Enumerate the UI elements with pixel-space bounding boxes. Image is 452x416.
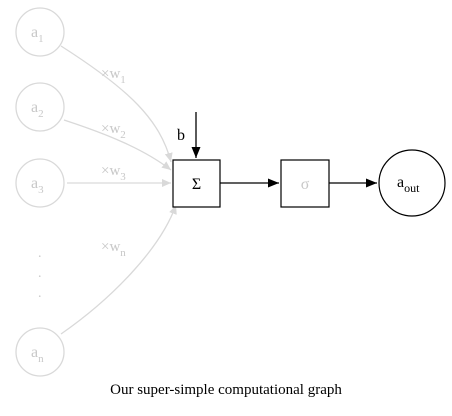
weight-label-1: ×w1 xyxy=(101,66,126,86)
weight-2-sub: 2 xyxy=(120,129,126,141)
weight-2-base: ×w xyxy=(101,121,120,137)
output-node: aout xyxy=(378,149,446,217)
ellipsis-dot-3: . xyxy=(38,286,42,301)
input-an-sub: n xyxy=(38,353,44,365)
edge-a1-to-sum xyxy=(60,45,173,163)
activation-symbol: σ xyxy=(301,176,310,193)
weight-label-3: ×w3 xyxy=(101,163,126,183)
input-node-a1: a1 xyxy=(15,7,65,57)
output-sub: out xyxy=(404,181,420,195)
svg-text:a1: a1 xyxy=(31,24,44,45)
svg-text:aout: aout xyxy=(397,174,420,195)
svg-text:a2: a2 xyxy=(31,99,44,120)
weight-label-n: ×wn xyxy=(101,239,126,259)
input-node-a3: a3 xyxy=(15,158,65,208)
ellipsis-dot-1: . xyxy=(38,246,42,261)
sum-node: Σ xyxy=(172,159,221,208)
input-a2-base: a xyxy=(31,99,38,116)
edge-an-to-sum xyxy=(60,204,177,335)
input-node-a2: a2 xyxy=(15,82,65,132)
figure-caption: Our super-simple computational graph xyxy=(110,382,342,398)
weight-1-sub: 1 xyxy=(120,74,126,86)
output-base: a xyxy=(397,174,404,191)
weight-label-2: ×w2 xyxy=(101,121,126,141)
activation-node: σ xyxy=(280,159,330,208)
edge-a2-to-sum xyxy=(63,119,172,171)
input-a2-sub: 2 xyxy=(38,108,44,120)
ellipsis-dot-2: . xyxy=(38,266,42,281)
ellipsis: . . . xyxy=(38,246,42,301)
input-node-an: an xyxy=(15,327,65,377)
svg-text:an: an xyxy=(31,344,44,365)
weight-n-base: ×w xyxy=(101,239,120,255)
weight-1-base: ×w xyxy=(101,66,120,82)
input-a3-sub: 3 xyxy=(38,184,44,196)
svg-text:a3: a3 xyxy=(31,175,44,196)
weight-n-sub: n xyxy=(120,247,126,259)
weight-3-sub: 3 xyxy=(120,171,126,183)
input-a3-base: a xyxy=(31,175,38,192)
weight-3-base: ×w xyxy=(101,163,120,179)
bias-label: b xyxy=(177,127,185,144)
input-an-base: a xyxy=(31,344,38,361)
input-a1-base: a xyxy=(31,24,38,41)
sum-symbol: Σ xyxy=(192,176,201,193)
input-a1-sub: 1 xyxy=(38,33,44,45)
